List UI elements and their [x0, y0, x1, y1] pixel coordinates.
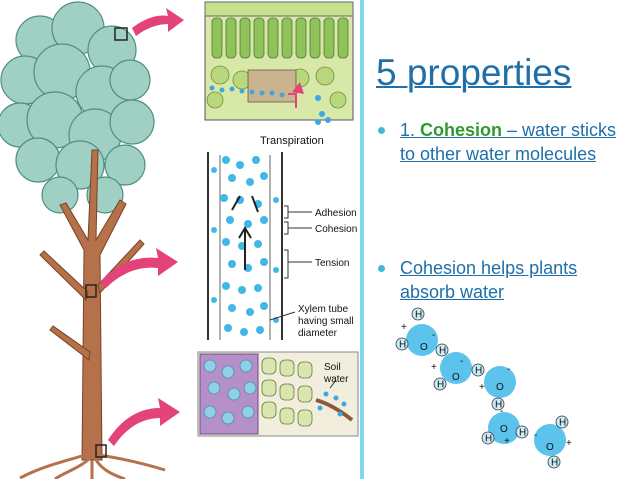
minus-sign: -	[432, 330, 435, 341]
bullet-dot	[378, 127, 385, 134]
xylem-label-line2: having small	[298, 316, 354, 327]
bullet-text: 1. Cohesion – water sticks to other wate…	[378, 118, 628, 166]
plus-sign: +	[479, 382, 485, 393]
oxygen-label: O	[496, 382, 504, 393]
oxygen-label: O	[420, 342, 428, 353]
xylem-label-line3: diameter	[298, 328, 338, 339]
oxygen-label: O	[452, 372, 460, 383]
plus-sign: +	[566, 438, 572, 449]
hydrogen-label: H	[399, 340, 406, 351]
soil-water-label-line1: Soil	[324, 362, 341, 373]
minus-sign: -	[460, 356, 463, 367]
water-molecule: H H O - +	[534, 416, 572, 469]
tension-label: Tension	[315, 258, 349, 269]
bullet-text: Cohesion helps plants absorb water	[378, 256, 628, 304]
hydrogen-label: H	[551, 458, 558, 469]
hydrogen-label: H	[559, 418, 566, 429]
tree-foliage	[0, 2, 154, 213]
bullet-dot	[378, 265, 385, 272]
water-molecule: H H O + -	[472, 364, 516, 411]
oxygen-label: O	[500, 424, 508, 435]
hydrogen-label: H	[437, 380, 444, 391]
bullet-cohesion: 1. Cohesion – water sticks to other wate…	[378, 118, 628, 166]
hydrogen-label: H	[475, 366, 482, 377]
minus-sign: -	[534, 430, 537, 441]
plant-water-transport-illustration: Transpiration	[0, 0, 360, 479]
slide-title: 5 properties	[376, 52, 571, 94]
transpiration-label: Transpiration	[260, 135, 324, 147]
cohesion-keyword: Cohesion	[420, 120, 502, 140]
minus-sign: -	[507, 364, 510, 375]
water-molecule: H H O + -	[396, 308, 438, 356]
xylem-tube-diagram: Adhesion Cohesion Tension Xylem tube hav…	[208, 152, 357, 340]
accent-divider	[360, 0, 364, 479]
cohesion-label: Cohesion	[315, 224, 357, 235]
adhesion-label: Adhesion	[315, 208, 357, 219]
leaf-cross-section: Transpiration	[205, 2, 353, 147]
plus-sign: +	[504, 436, 510, 447]
oxygen-label: O	[546, 442, 554, 453]
root-soil-section: Soil water	[198, 352, 358, 436]
hydrogen-label: H	[519, 428, 526, 439]
plus-sign: +	[401, 322, 407, 333]
bullet-cohesion-helps: Cohesion helps plants absorb water	[378, 256, 628, 304]
water-molecule: H H O - +	[482, 406, 528, 447]
hydrogen-label: H	[439, 346, 446, 357]
hydrogen-label: H	[485, 434, 492, 445]
xylem-label-line1: Xylem tube	[298, 304, 348, 315]
water-molecule-chain: H H O + - H H O + - H H O + - H H O - +	[384, 304, 584, 472]
minus-sign: -	[500, 406, 503, 417]
water-molecule: H H O + -	[431, 344, 472, 391]
soil-water-label-line2: water	[323, 374, 349, 385]
hydrogen-label: H	[415, 310, 422, 321]
plus-sign: +	[431, 362, 437, 373]
bullet-number: 1.	[400, 120, 420, 140]
